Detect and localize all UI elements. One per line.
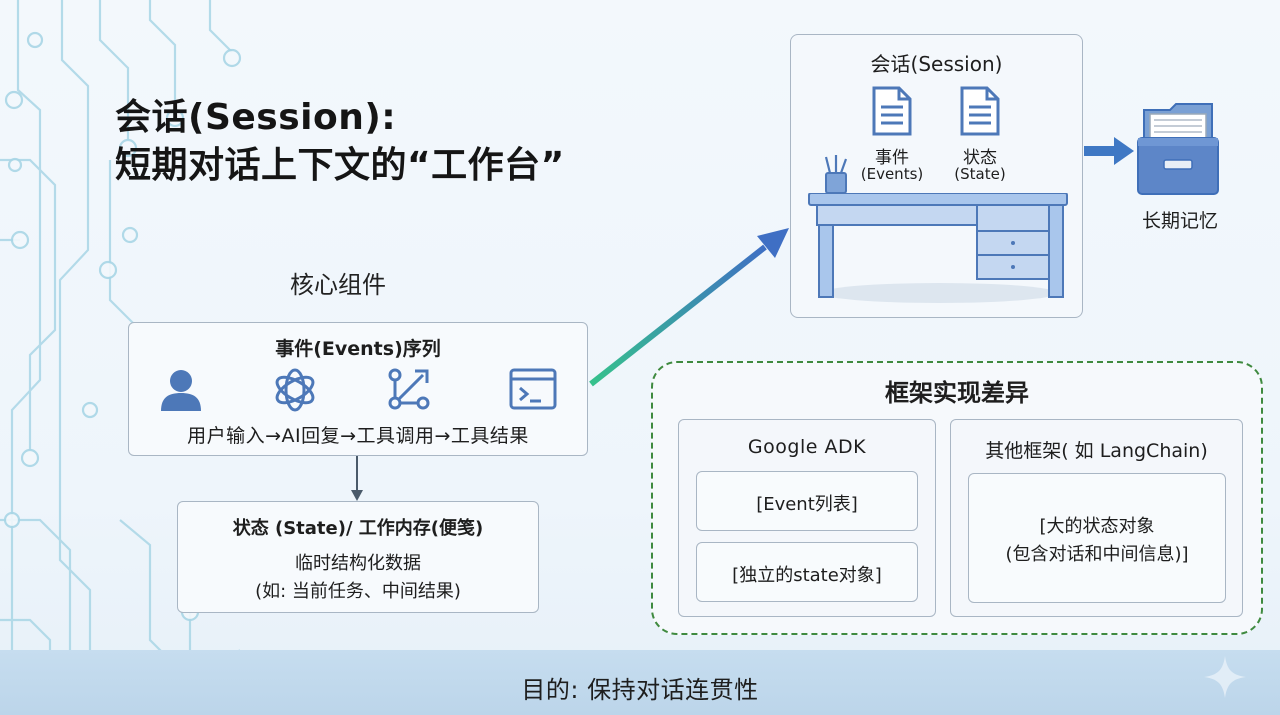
long-term-memory-label: 长期记忆	[1141, 210, 1218, 232]
session-card: 会话(Session) 事件 (Events) 状态 (State)	[790, 34, 1083, 318]
footer-purpose-text: 目的: 保持对话连贯性	[521, 676, 759, 704]
events-document-icon	[872, 86, 912, 136]
other-heading: 其他框架( 如 LangChain)	[985, 440, 1208, 462]
adk-item1: [Event列表]	[756, 494, 858, 515]
terminal-icon	[509, 368, 557, 410]
other-line1: [大的状态对象	[1039, 516, 1155, 537]
adk-heading: Google ADK	[747, 436, 867, 458]
other-frameworks-column: 其他框架( 如 LangChain) [大的状态对象 (包含对话和中间信息)]	[950, 419, 1243, 617]
state-en-label: (State)	[954, 165, 1006, 183]
framework-differences-panel: 框架实现差异 Google ADK [Event列表] [独立的state对象]…	[651, 361, 1263, 635]
adk-event-list-box: [Event列表]	[696, 471, 918, 531]
page-title-line1: 会话(Session):	[115, 97, 397, 138]
state-box: 状态 (State)/ 工作内存(便笺) 临时结构化数据 (如: 当前任务、中间…	[177, 501, 539, 613]
tool-graph-icon	[388, 368, 430, 410]
state-label: 状态	[963, 148, 997, 168]
right-arrow	[1084, 137, 1134, 165]
events-label: 事件	[875, 148, 909, 168]
user-icon	[161, 370, 201, 411]
session-card-title-text: 会话(Session)	[870, 52, 1003, 76]
desk-illustration	[808, 193, 1068, 303]
page-title-line2: 短期对话上下文的“工作台”	[115, 145, 565, 186]
gradient-arrow	[589, 228, 789, 387]
state-box-line2: (如: 当前任务、中间结果)	[255, 581, 461, 602]
down-arrow	[351, 456, 363, 501]
framework-panel-title: 框架实现差异	[885, 379, 1029, 407]
core-components-label: 核心组件	[290, 271, 386, 299]
sparkle-icon	[1204, 656, 1246, 698]
state-document-icon	[960, 86, 1000, 136]
events-sequence-box: 事件(Events)序列 用户输入→AI回复→工具调用→工具结果	[128, 322, 588, 456]
filing-cabinet-icon	[1137, 103, 1219, 195]
footer-band: 目的: 保持对话连贯性	[0, 650, 1280, 715]
events-flow-text: 用户输入→AI回复→工具调用→工具结果	[187, 425, 529, 447]
pencil-cup-icon	[824, 155, 848, 194]
adk-column: Google ADK [Event列表] [独立的state对象]	[678, 419, 936, 617]
state-box-heading: 状态 (State)/ 工作内存(便笺)	[232, 518, 484, 539]
state-box-line1: 临时结构化数据	[295, 553, 421, 574]
events-en-label: (Events)	[860, 165, 924, 183]
ai-logo-icon	[275, 368, 315, 412]
adk-item2: [独立的state对象]	[732, 565, 882, 586]
events-box-heading: 事件(Events)序列	[275, 338, 441, 360]
adk-state-object-box: [独立的state对象]	[696, 542, 918, 602]
large-state-object-box: [大的状态对象 (包含对话和中间信息)]	[968, 473, 1226, 603]
other-line2: (包含对话和中间信息)]	[1005, 544, 1189, 565]
session-card-title: 会话(Session)	[791, 48, 1082, 77]
